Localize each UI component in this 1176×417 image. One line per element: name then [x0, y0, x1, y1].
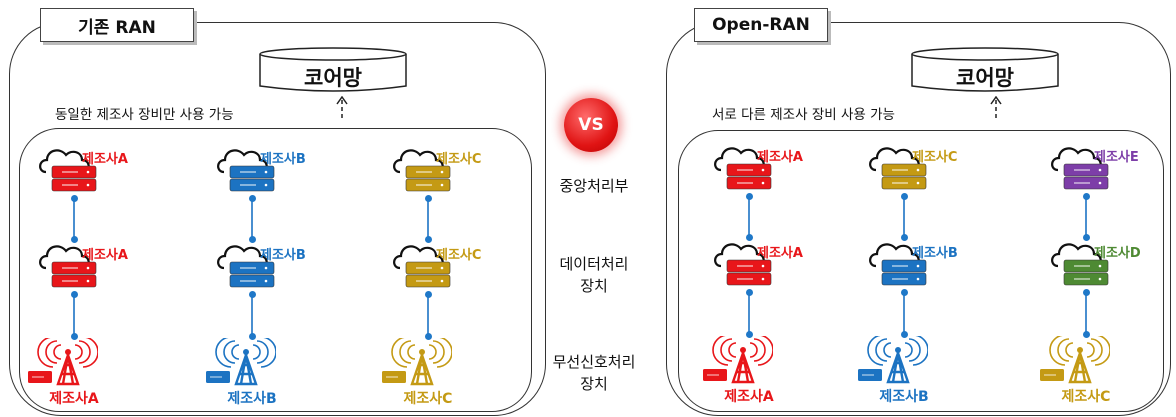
- connector-dot: [248, 290, 256, 298]
- connector-line: [748, 292, 750, 334]
- connector-line: [1085, 196, 1087, 237]
- left-cu-2-vendor-label: 제조사B: [260, 152, 306, 167]
- right-du-2-vendor-label: 제조사B: [912, 246, 958, 261]
- connector-dot: [1082, 192, 1090, 200]
- left-ru-3-tower-icon: [382, 338, 452, 386]
- connector-line: [251, 198, 253, 239]
- connector-dot: [745, 192, 753, 200]
- connector-dot: [900, 330, 908, 338]
- connector-dot: [745, 330, 753, 338]
- connector-dot: [745, 288, 753, 296]
- connector-dot: [248, 332, 256, 340]
- right-du-3-vendor-label: 제조사D: [1094, 246, 1141, 261]
- left-du-1-server-icon: [39, 245, 97, 288]
- category-radio-unit: 무선신호처리 장치: [552, 353, 636, 393]
- connector-line: [903, 292, 905, 334]
- category-central-unit: 중앙처리부: [559, 177, 629, 195]
- legacy-note: 동일한 제조사 장비만 사용 가능: [55, 107, 234, 123]
- core-network-cylinder-icon: [259, 47, 407, 92]
- left-ru-2-vendor-label: 제조사B: [227, 391, 277, 407]
- connector-dot: [424, 194, 432, 202]
- connector-dot: [70, 194, 78, 202]
- left-cu-3-server-icon: [393, 149, 451, 192]
- connector-dot: [424, 235, 432, 243]
- core-network-cylinder-icon: [911, 47, 1059, 92]
- connector-line: [73, 198, 75, 239]
- right-cu-2-vendor-label: 제조사C: [912, 150, 958, 165]
- connector-line: [1085, 292, 1087, 334]
- right-ru-1-vendor-label: 제조사A: [724, 389, 774, 405]
- core-uplink-arrow: [336, 96, 348, 121]
- connector-dot: [900, 233, 908, 241]
- right-ru-2-vendor-label: 제조사B: [879, 389, 929, 405]
- left-du-1-vendor-label: 제조사A: [82, 248, 128, 263]
- connector-dot: [248, 235, 256, 243]
- right-cu-3-vendor-label: 제조사E: [1094, 150, 1139, 165]
- open-ran-note: 서로 다른 제조사 장비 사용 가능: [712, 107, 895, 123]
- left-cu-2-server-icon: [217, 149, 275, 192]
- right-ru-2-tower-icon: [858, 336, 928, 384]
- right-ru-3-tower-icon: [1040, 336, 1110, 384]
- connector-dot: [1082, 330, 1090, 338]
- connector-dot: [900, 288, 908, 296]
- connector-line: [427, 198, 429, 239]
- right-du-1-server-icon: [714, 243, 772, 286]
- right-du-1-vendor-label: 제조사A: [757, 246, 803, 261]
- connector-line: [748, 196, 750, 237]
- left-ru-2-tower-icon: [206, 338, 276, 386]
- connector-dot: [70, 290, 78, 298]
- connector-dot: [1082, 233, 1090, 241]
- legacy-core-network: 코어망: [258, 46, 408, 94]
- left-cu-3-vendor-label: 제조사C: [436, 152, 482, 167]
- connector-dot: [70, 235, 78, 243]
- left-du-2-vendor-label: 제조사B: [260, 248, 306, 263]
- right-cu-2-server-icon: [869, 147, 927, 190]
- connector-line: [73, 294, 75, 336]
- left-ru-1-vendor-label: 제조사A: [49, 391, 99, 407]
- connector-dot: [424, 290, 432, 298]
- right-ru-1-tower-icon: [703, 336, 773, 384]
- connector-line: [427, 294, 429, 336]
- left-ru-1-tower-icon: [28, 338, 98, 386]
- open-core-network: 코어망: [910, 46, 1060, 94]
- right-cu-1-vendor-label: 제조사A: [757, 150, 803, 165]
- left-cu-1-vendor-label: 제조사A: [82, 152, 128, 167]
- left-cu-1-server-icon: [39, 149, 97, 192]
- core-uplink-arrow: [990, 96, 1002, 121]
- right-ru-3-vendor-label: 제조사C: [1061, 389, 1111, 405]
- connector-line: [251, 294, 253, 336]
- connector-dot: [70, 332, 78, 340]
- left-ru-3-vendor-label: 제조사C: [403, 391, 453, 407]
- right-du-2-server-icon: [869, 243, 927, 286]
- right-du-3-server-icon: [1051, 243, 1109, 286]
- right-cu-1-server-icon: [714, 147, 772, 190]
- left-du-3-server-icon: [393, 245, 451, 288]
- connector-dot: [900, 192, 908, 200]
- open-ran-title: Open-RAN: [694, 8, 828, 42]
- connector-line: [903, 196, 905, 237]
- vs-badge: VS: [564, 98, 618, 152]
- core-network-label: 코어망: [304, 66, 362, 90]
- connector-dot: [248, 194, 256, 202]
- connector-dot: [745, 233, 753, 241]
- category-distributed-unit: 데이터처리 장치: [559, 255, 629, 295]
- connector-dot: [424, 332, 432, 340]
- left-du-2-server-icon: [217, 245, 275, 288]
- legacy-ran-title: 기존 RAN: [40, 8, 194, 42]
- right-cu-3-server-icon: [1051, 147, 1109, 190]
- left-du-3-vendor-label: 제조사C: [436, 248, 482, 263]
- core-network-label: 코어망: [956, 66, 1014, 90]
- connector-dot: [1082, 288, 1090, 296]
